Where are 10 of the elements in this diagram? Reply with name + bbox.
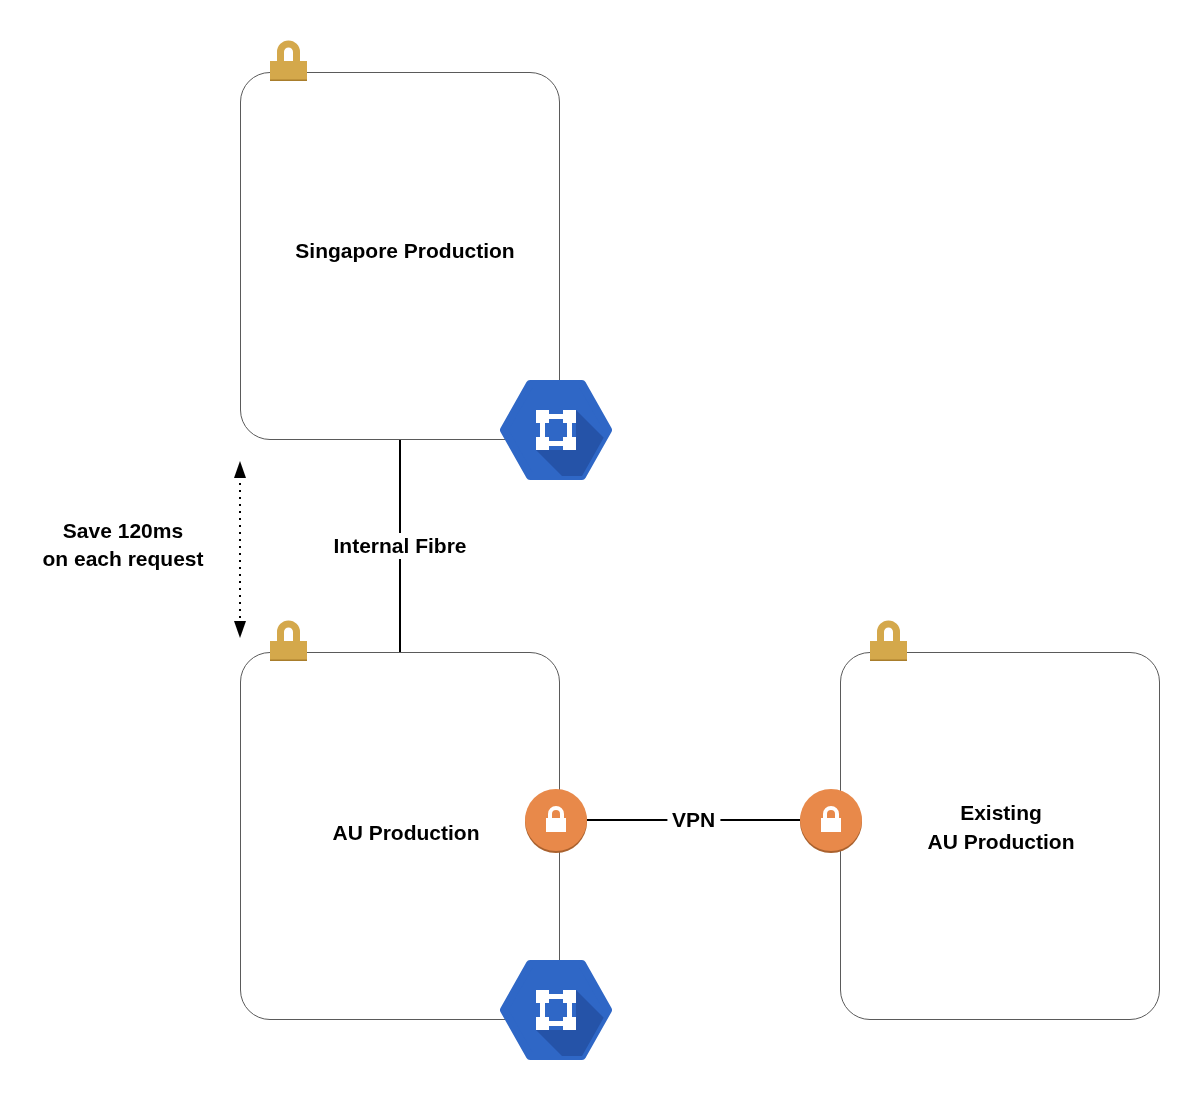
- region-panel: [240, 652, 560, 1020]
- region-panel: [240, 72, 560, 440]
- connector-line: [399, 439, 401, 653]
- region-title: AU Production: [332, 819, 480, 846]
- padlock-circle-icon: [525, 789, 587, 853]
- region-title: Singapore Production: [295, 237, 515, 264]
- region-title: Existing AU Production: [927, 800, 1075, 855]
- padlock-circle-icon: [800, 789, 862, 853]
- annotation-text: Save 120ms on each request: [42, 518, 204, 572]
- region-panel: [840, 652, 1160, 1020]
